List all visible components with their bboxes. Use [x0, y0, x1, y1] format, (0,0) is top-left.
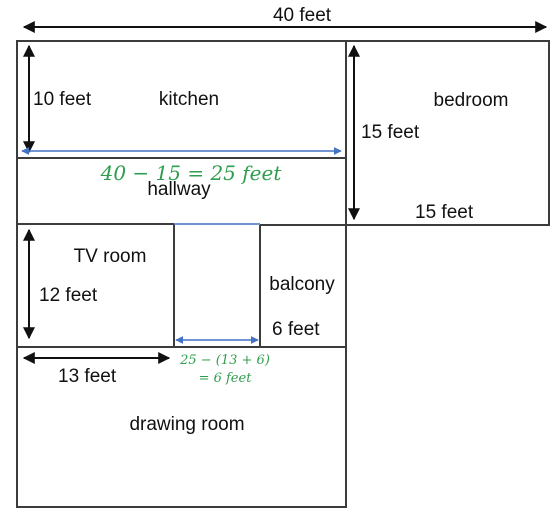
- bedroom-wall: [345, 40, 550, 226]
- hallway-calculation: 40 − 15 = 25 feet: [100, 161, 283, 185]
- room-label-kitchen: kitchen: [159, 89, 219, 110]
- gap-calculation-line1: 25 − (13 + 6): [179, 353, 270, 368]
- bedroom-width-label: 15 feet: [415, 202, 474, 223]
- room-label-bedroom: bedroom: [434, 90, 509, 111]
- walls: [16, 40, 550, 508]
- room-label-balcony: balcony: [269, 274, 335, 295]
- annotation-arrows: [21, 147, 342, 344]
- room-label-drawing-room: drawing room: [129, 414, 244, 435]
- bedroom-height-label: 15 feet: [361, 122, 420, 143]
- room-label-tv-room: TV room: [74, 246, 147, 267]
- tv-room-width-label: 13 feet: [58, 366, 117, 387]
- gap-calculation-line2: = 6 feet: [199, 371, 253, 386]
- room-label-hallway: hallway: [147, 179, 211, 200]
- kitchen-height-label: 10 feet: [33, 89, 92, 110]
- overall-width-label: 40 feet: [273, 5, 332, 26]
- tv-room-height-label: 12 feet: [39, 285, 98, 306]
- balcony-width-label: 6 feet: [272, 319, 320, 340]
- dimension-arrows: [22, 21, 548, 364]
- outer-main-wall: [16, 40, 347, 508]
